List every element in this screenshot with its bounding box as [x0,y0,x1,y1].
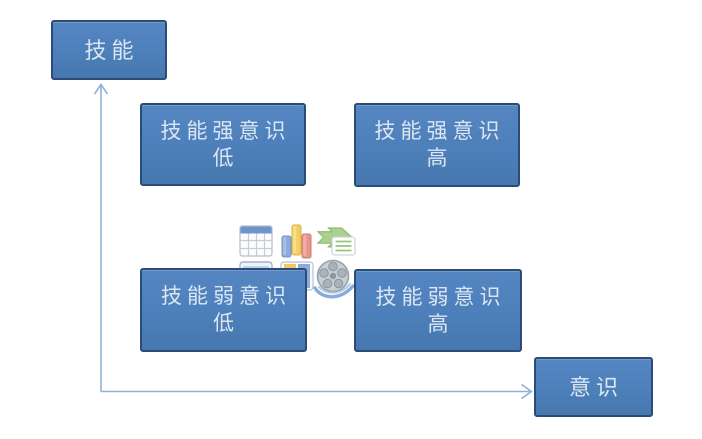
y-axis-arrowhead-icon [93,83,109,95]
x-axis-arrowhead-icon [521,383,533,400]
quadrant-skill-weak-awareness-high[interactable]: 技能弱意识 高 [354,269,522,352]
x-axis-label: 意识 [568,374,623,400]
quadrant-label-line2: 低 [213,312,239,335]
quadrant-label-line1: 技能弱意识 [375,285,506,309]
table-icon[interactable] [239,225,273,257]
quadrant-skill-strong-awareness-low[interactable]: 技能强意识 低 [140,103,306,186]
quadrant-label-line1: 技能弱意识 [161,285,291,308]
quadrant-label-line1: 技能强意识 [374,120,505,143]
quadrant-skill-strong-awareness-high[interactable]: 技能强意识 高 [354,103,520,187]
smartart-icon[interactable] [316,226,357,258]
quadrant-label-line2: 高 [426,147,453,170]
y-axis-label: 技能 [84,37,139,63]
bar-chart-icon[interactable] [280,223,314,259]
x-axis-label-box[interactable]: 意识 [534,357,653,417]
quadrant-label-line1: 技能强意识 [160,119,291,143]
quadrant-label-line2: 高 [427,312,454,336]
y-axis-label-box[interactable]: 技能 [51,20,167,80]
quadrant-label-line2: 低 [212,146,239,170]
quadrant-skill-weak-awareness-low[interactable]: 技能弱意识 低 [140,268,307,352]
film-reel-icon[interactable] [313,257,356,301]
